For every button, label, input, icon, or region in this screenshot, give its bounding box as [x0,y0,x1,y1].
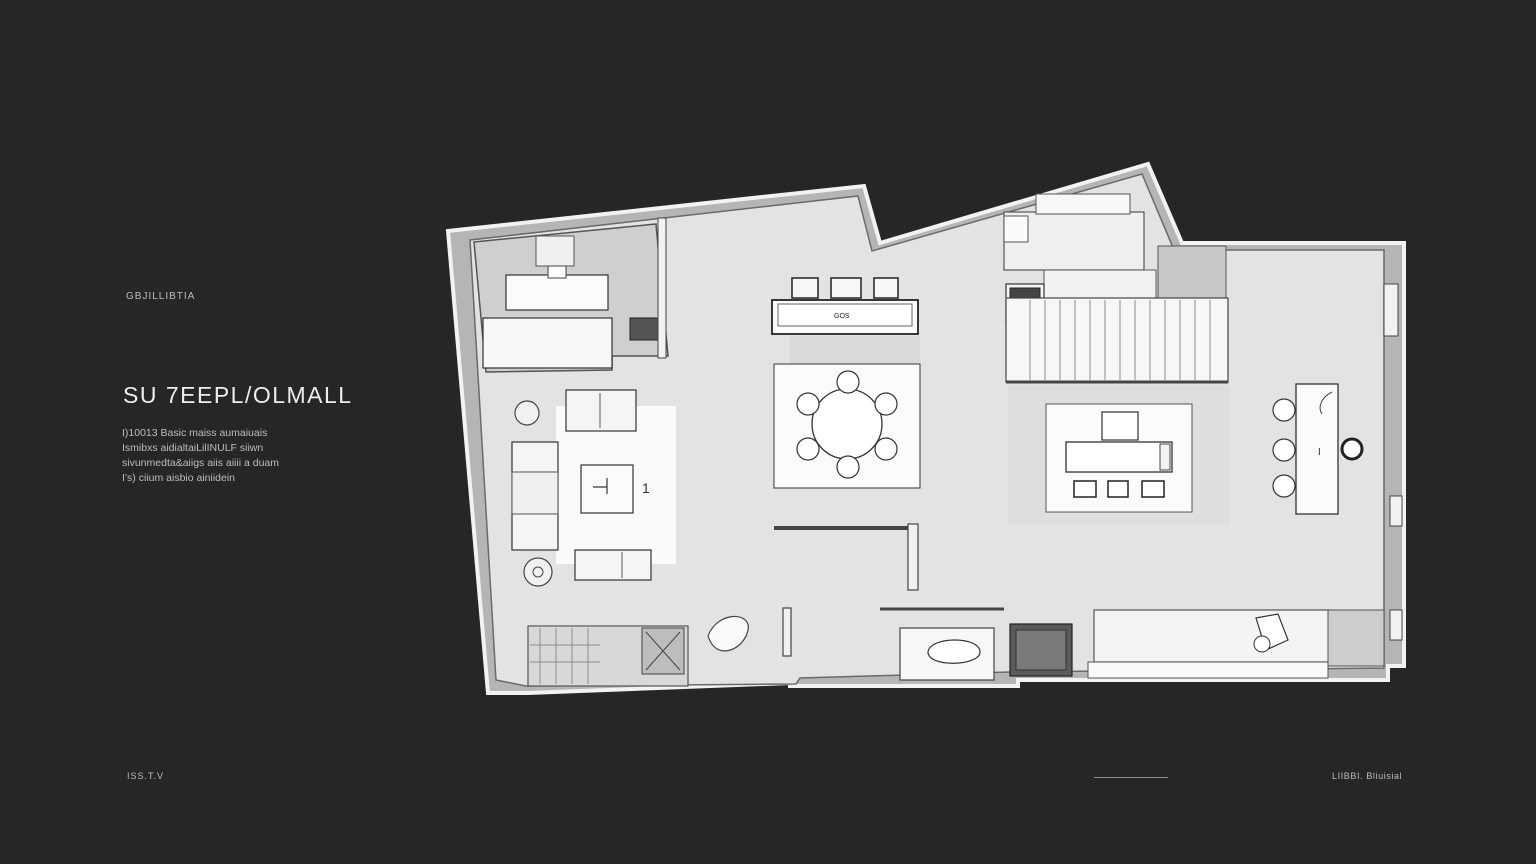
terrace [1093,609,1331,663]
footer-divider [1094,777,1168,778]
description-line: I)10013 Basic maiss aumaiuais [122,427,268,439]
office-chair [1101,411,1139,441]
staircase [1005,297,1229,383]
coffee-table [580,464,634,514]
sofa-bottom [574,549,652,581]
bathtub [707,615,749,652]
floor-plant [523,557,553,587]
nightstand [535,235,575,267]
dresser [629,317,659,341]
wall-partition [657,217,667,359]
description-line: Ismibxs aidialtaiLilINULF siiwn [122,442,264,454]
dining-table [811,388,883,460]
counter-label: GOS [834,313,850,320]
armchair [565,389,637,432]
kitchen-island [1295,383,1339,515]
sideboard-chairs [791,277,819,299]
bed [505,274,609,311]
footer-right-label: LIIBBI. Bliuisial [1332,771,1403,781]
description: I)10013 Basic maiss aumaiuais Ismibxs ai… [122,426,279,486]
room-number: 1 [642,480,650,496]
drawer [1073,480,1097,498]
wardrobe [482,317,613,369]
washbasin [927,639,981,664]
description-line: I’s) ciium aisbio ainiidein [122,472,236,484]
footer-left-label: ISS.T.V [127,771,165,781]
pendant-light [1340,437,1364,461]
bar-stool [1272,398,1296,422]
description-line: sivunmedta&aiigs aiis aiiii a duam [122,457,279,469]
island-label: I [1318,447,1321,458]
side-lamp [514,400,540,426]
page-title: SU 7EEPL/OLMALL [123,382,353,408]
dining-chair [836,370,860,394]
eyebrow-label: GBJILLIBTIA [126,291,196,302]
bed-pillow [547,265,567,279]
desk [1065,441,1173,473]
stair-landing [1043,269,1157,299]
